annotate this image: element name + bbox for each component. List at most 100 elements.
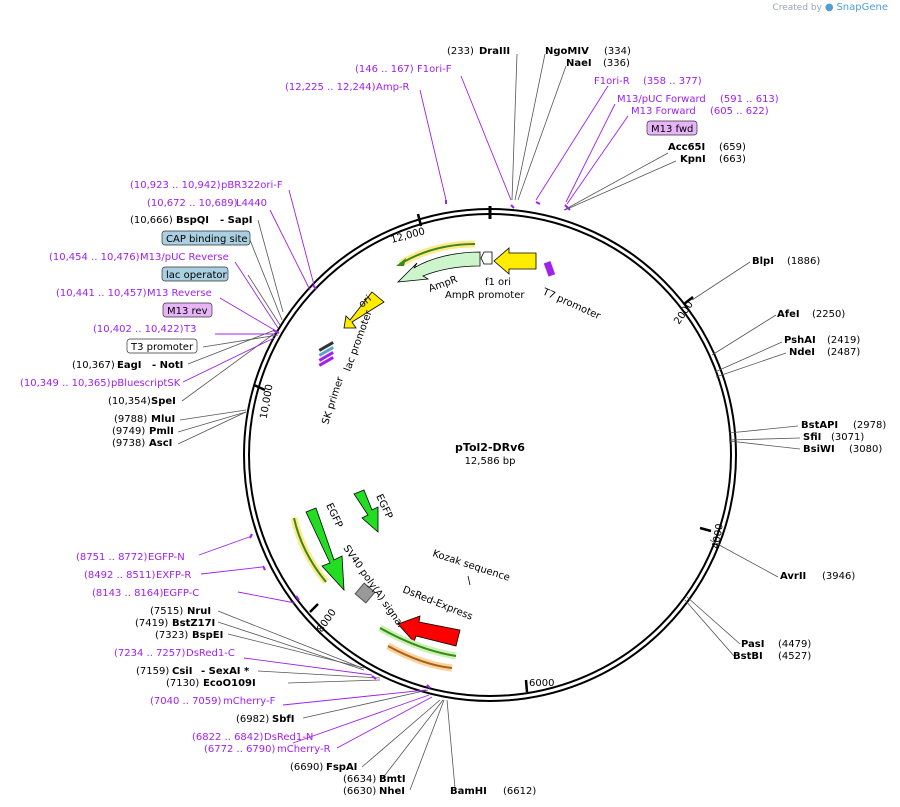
enzyme-name: CsiI bbox=[172, 666, 192, 677]
enzyme-name: NdeI bbox=[789, 347, 815, 358]
enzyme-name: AvrII bbox=[780, 571, 806, 582]
dsred-primer-line bbox=[379, 627, 457, 657]
primer-pos: (6822 .. 6842) bbox=[192, 732, 264, 743]
enzyme-name: BsiWI bbox=[803, 444, 835, 455]
enzyme-pos: (7323) bbox=[155, 630, 188, 641]
sk-primer-label: SK primer bbox=[320, 375, 346, 426]
dsred-express-label: DsRed-Express bbox=[401, 585, 474, 623]
primer-name: L4440 bbox=[236, 198, 267, 209]
primer-name: M13 Forward bbox=[631, 106, 696, 117]
m13-rev-box bbox=[162, 302, 213, 318]
primer-name: DsRed1-C bbox=[186, 648, 235, 659]
enzyme-pos: (6612) bbox=[503, 786, 536, 797]
ampr-promoter-arrow bbox=[480, 251, 493, 265]
enzyme-name: BspEI bbox=[192, 630, 223, 641]
enzyme-pos: (1886) bbox=[787, 256, 820, 267]
enzyme-name: AscI bbox=[149, 438, 172, 449]
enzyme-name: SfiI bbox=[803, 432, 821, 443]
enzyme-pos: (233) bbox=[447, 46, 474, 57]
enzyme-name: NruI bbox=[187, 606, 211, 617]
primer-name: F1ori-F bbox=[417, 64, 452, 75]
enzyme-name: KpnI bbox=[680, 154, 706, 165]
primer-name: mCherry-R bbox=[277, 744, 331, 755]
enzyme-name: BlpI bbox=[752, 256, 774, 267]
primer-name: F1ori-R bbox=[594, 76, 630, 87]
primer-name: pBR322ori-F bbox=[221, 180, 283, 191]
tick-mark bbox=[683, 296, 694, 305]
primer-name: pBluescriptSK bbox=[111, 378, 181, 389]
enzyme-name: Acc65I bbox=[668, 142, 705, 153]
sv40-polya-label: SV40 poly(A) signal bbox=[341, 543, 406, 629]
snapgene-product-name: SnapGene bbox=[836, 2, 888, 13]
enzyme-name: SbfI bbox=[272, 714, 294, 725]
tick-mark bbox=[253, 383, 266, 392]
enzyme-pos: (9738) bbox=[112, 438, 145, 449]
primer-pos: (146 .. 167) bbox=[355, 64, 414, 75]
f1-ori-label: f1 ori bbox=[485, 277, 511, 288]
primer-pos: (591 .. 613) bbox=[720, 94, 779, 105]
enzyme-pos: (10,367) bbox=[72, 360, 115, 371]
enzyme-name: FspAI bbox=[326, 762, 357, 773]
egfp-arrow-1 bbox=[353, 489, 379, 533]
mcherry-primer-line bbox=[387, 645, 453, 669]
enzyme-pos: (7515) bbox=[150, 606, 183, 617]
lac-region-features bbox=[318, 341, 334, 367]
enzyme-pos: (9749) bbox=[112, 426, 145, 437]
enzyme-pos: (10,354) bbox=[108, 396, 151, 407]
cap-binding-site-text: CAP binding site bbox=[166, 234, 248, 245]
primer-pos: (10,923 .. 10,942) bbox=[130, 180, 221, 191]
m13-rev-text: M13 rev bbox=[167, 306, 208, 317]
enzyme-pos: (2487) bbox=[827, 347, 860, 358]
enzyme-pos: (3071) bbox=[831, 432, 864, 443]
lac-operator-box bbox=[161, 266, 229, 282]
enzyme-pos: (2978) bbox=[853, 420, 886, 431]
enzyme-pos: (4479) bbox=[778, 639, 811, 650]
primer-pos: (7234 .. 7257) bbox=[114, 648, 186, 659]
enzyme-pos: (4527) bbox=[778, 651, 811, 662]
f1-ori-arrow bbox=[493, 247, 537, 275]
t3-promoter-box bbox=[126, 338, 198, 354]
enzyme-name: - NotI bbox=[152, 360, 183, 371]
amp-primer-line bbox=[399, 243, 476, 265]
primer-pos: (8143 .. 8164) bbox=[92, 588, 164, 599]
enzyme-name: BstBI bbox=[733, 651, 763, 662]
enzyme-name: MluI bbox=[151, 414, 175, 425]
enzyme-name: BmtI bbox=[379, 774, 406, 785]
primer-site-marks bbox=[249, 200, 571, 689]
amp-primer-arrowhead bbox=[396, 258, 406, 266]
primer-name: Amp-R bbox=[376, 82, 410, 93]
enzyme-pos: (6982) bbox=[236, 714, 269, 725]
enzyme-pos: (6634) bbox=[343, 774, 376, 785]
enzyme-name: DraIII bbox=[479, 46, 510, 57]
primer-name: DsRed1-N bbox=[264, 732, 313, 743]
enzyme-pos: (7130) bbox=[166, 678, 199, 689]
snapgene-branding: Created by ● SnapGene bbox=[772, 2, 888, 13]
snapgene-logo-icon: ● bbox=[824, 2, 834, 13]
tick-label-6000: 6000 bbox=[529, 678, 554, 689]
primer-pos: (10,402 .. 10,422) bbox=[93, 324, 184, 335]
primer-pos: (10,672 .. 10,689) bbox=[147, 198, 238, 209]
enzyme-name: PmlI bbox=[149, 426, 174, 437]
tick-label-8000: 8000 bbox=[315, 607, 339, 634]
tick-mark bbox=[699, 526, 712, 533]
enzyme-name: NgoMIV bbox=[545, 46, 589, 57]
ori-arrow bbox=[343, 291, 385, 329]
enzyme-name: NheI bbox=[379, 786, 405, 797]
enzyme-name: EagI bbox=[117, 360, 141, 371]
primer-pos: (8751 .. 8772) bbox=[76, 552, 148, 563]
plasmid-name: pTol2-DRv6 bbox=[455, 441, 525, 454]
m13-fwd-text: M13 fwd bbox=[651, 124, 693, 135]
enzyme-name: PshAI bbox=[784, 335, 816, 346]
enzyme-name: - SapI bbox=[220, 215, 252, 226]
primer-pos: (605 .. 622) bbox=[710, 106, 769, 117]
ampr-arrow bbox=[396, 251, 481, 283]
enzyme-name: AfeI bbox=[777, 309, 800, 320]
enzyme-pos: (9788) bbox=[114, 414, 147, 425]
primer-name: EGFP-C bbox=[163, 588, 199, 599]
enzyme-pos: (3080) bbox=[849, 444, 882, 455]
sv40-polya-feature bbox=[354, 582, 376, 604]
primer-pos: (8492 .. 8511) bbox=[84, 570, 156, 581]
m13-fwd-box bbox=[646, 120, 698, 136]
t7-promoter-label: T7 promoter bbox=[540, 286, 603, 322]
